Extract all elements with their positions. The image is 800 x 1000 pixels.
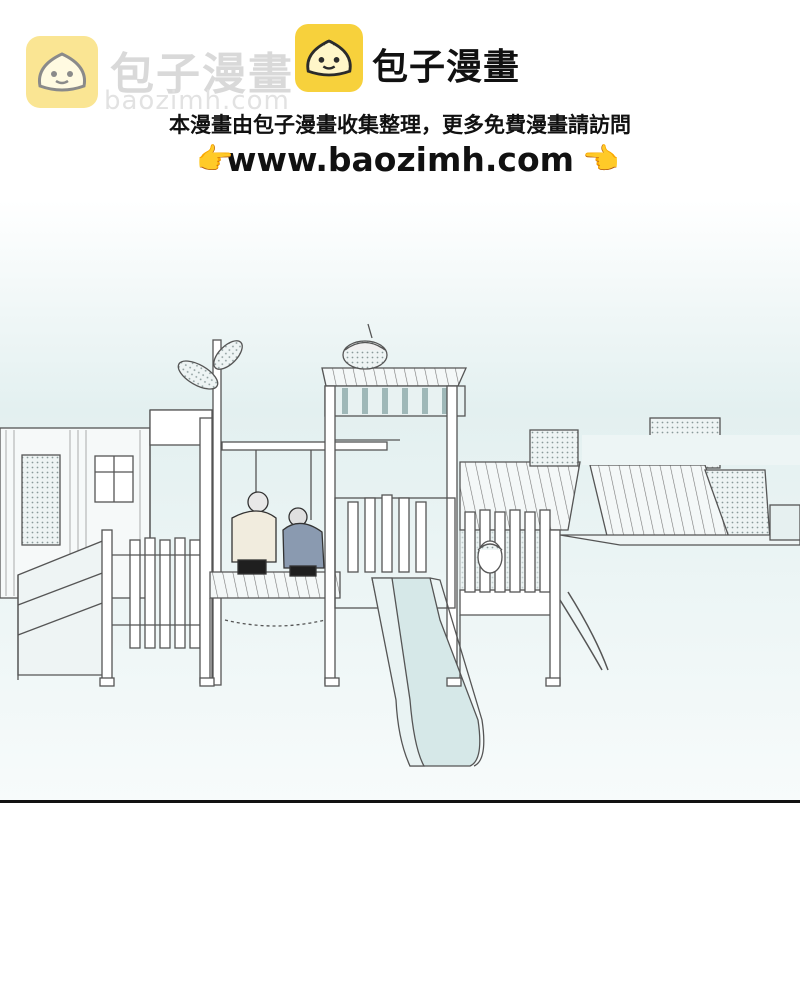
- pointing-hand-right-icon: 👉: [196, 142, 234, 177]
- playground-illustration: [0, 200, 800, 800]
- left-fence: [101, 529, 210, 686]
- site-tagline: 本漫畫由包子漫畫收集整理，更多免費漫畫請訪問: [169, 113, 631, 137]
- pointing-hand-left-icon: 👈: [582, 142, 620, 177]
- site-title: 包子漫畫: [372, 47, 521, 88]
- leaf-pole: [177, 339, 243, 686]
- ghost-site-title: 包子漫畫: [110, 49, 294, 100]
- site-url-link[interactable]: www.baozimh.com: [226, 140, 574, 179]
- left-stairs: [17, 539, 106, 680]
- right-structures: [529, 417, 800, 546]
- swing-frame: [199, 417, 388, 684]
- central-tower: [321, 323, 468, 685]
- bun-logo-icon: [295, 24, 363, 92]
- right-platform: [459, 461, 609, 686]
- ghost-bun-logo-icon: [26, 36, 98, 108]
- acorn-icon: [342, 323, 388, 370]
- panel-bottom-border: [0, 800, 800, 803]
- seated-couple: [231, 491, 325, 577]
- slide: [371, 577, 485, 767]
- ghost-site-url: baozimh.com: [104, 86, 290, 116]
